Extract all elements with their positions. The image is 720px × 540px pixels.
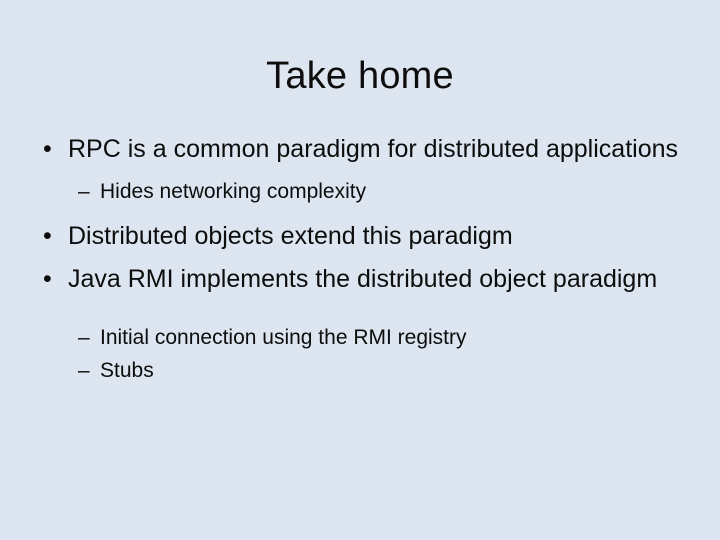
page-title: Take home (266, 55, 454, 98)
bullet-marker-icon: • (43, 135, 52, 163)
list-item-label: Stubs (100, 359, 154, 382)
dash-marker-icon: – (78, 180, 90, 203)
dash-marker-icon: – (78, 359, 90, 382)
bullet-marker-icon: • (43, 222, 52, 250)
slide-body-content: • RPC is a common paradigm for distribut… (36, 131, 686, 397)
sub-list-group: – Initial connection using the RMI regis… (36, 321, 686, 387)
content-spacer (36, 304, 686, 314)
bullet-marker-icon: • (43, 265, 52, 293)
list-item-label: Distributed objects extend this paradigm (68, 222, 513, 250)
list-item: – Hides networking complexity (36, 175, 686, 208)
list-item-label: Initial connection using the RMI registr… (100, 326, 467, 349)
list-item-label: Hides networking complexity (100, 180, 367, 203)
list-item-label: RPC is a common paradigm for distributed… (68, 135, 678, 163)
list-item-label: Java RMI implements the distributed obje… (68, 265, 658, 293)
dash-marker-icon: – (78, 326, 90, 349)
list-item: • RPC is a common paradigm for distribut… (36, 131, 686, 168)
list-item: • Java RMI implements the distributed ob… (36, 261, 686, 298)
list-item: – Initial connection using the RMI regis… (36, 321, 686, 354)
sub-list-group: – Hides networking complexity (36, 175, 686, 208)
list-item: • Distributed objects extend this paradi… (36, 218, 686, 255)
list-item: – Stubs (36, 354, 686, 387)
